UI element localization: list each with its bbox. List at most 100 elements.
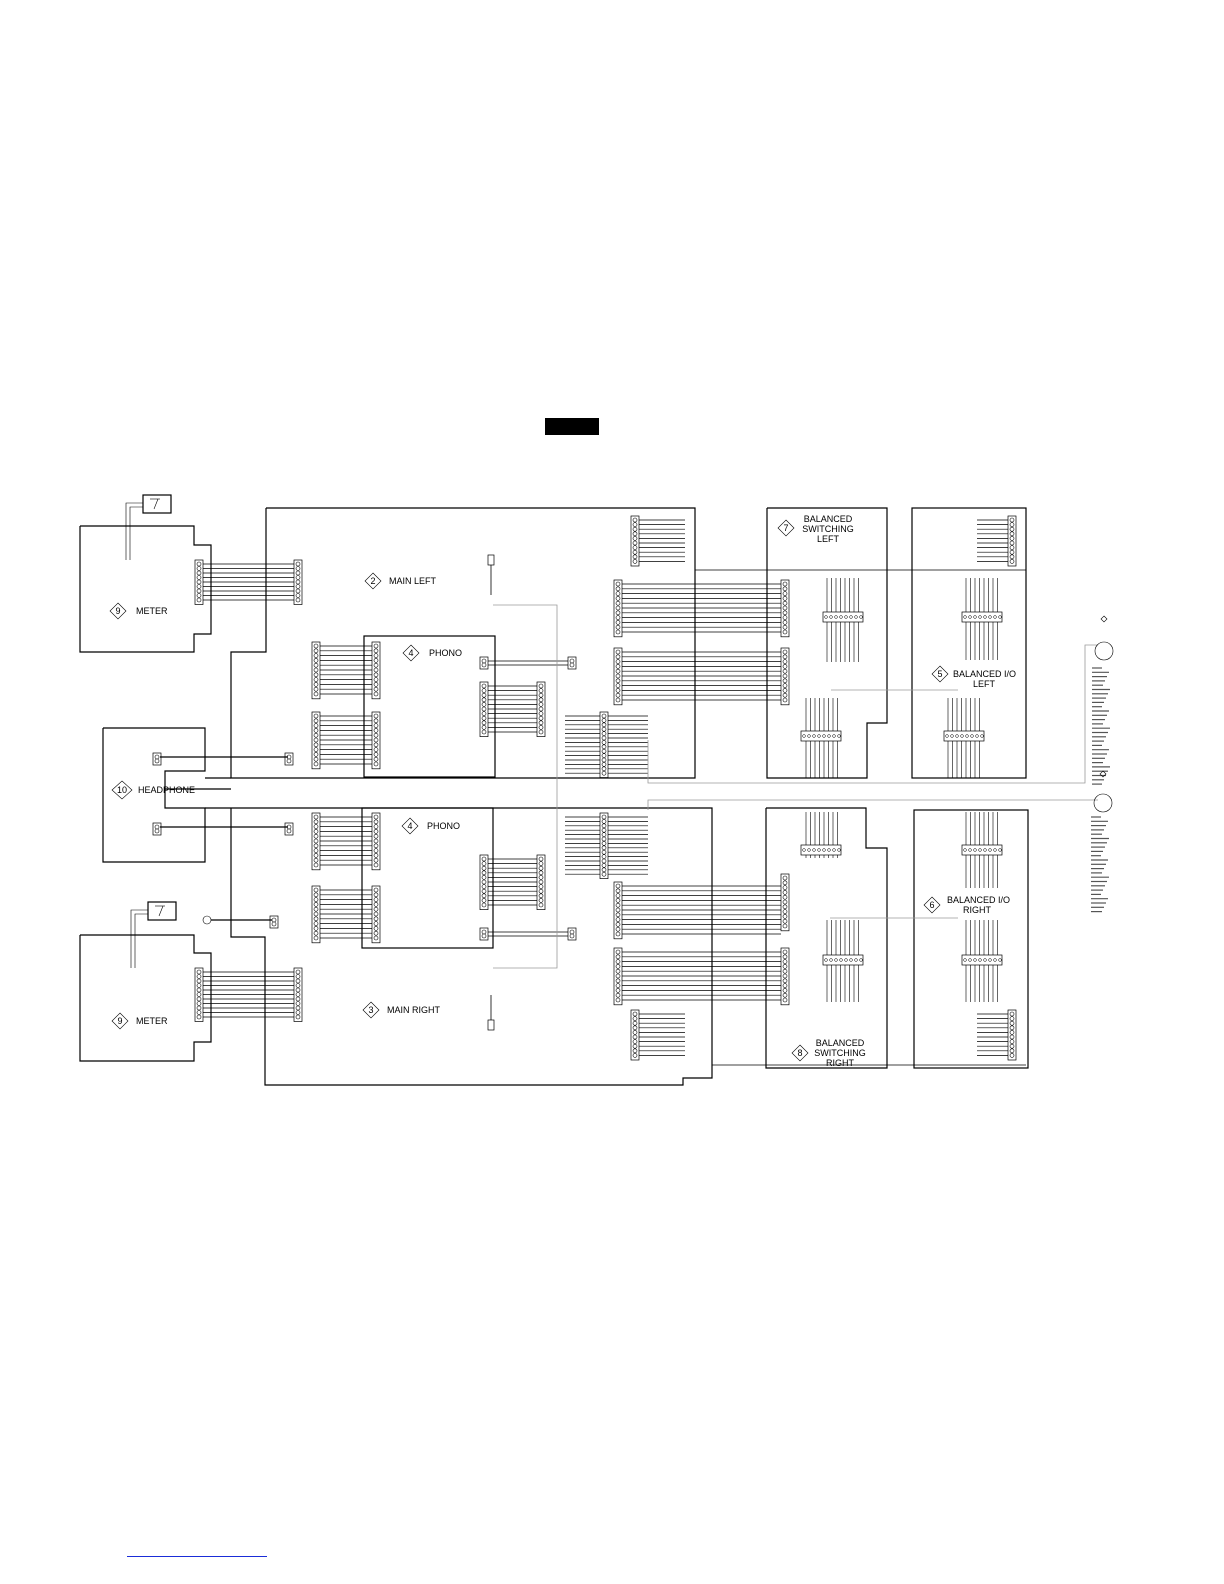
connector-header — [312, 813, 320, 870]
connector-pin — [616, 998, 620, 1002]
connector-pin — [314, 907, 318, 911]
ic-header-pin — [994, 849, 997, 852]
connector-pin — [374, 752, 378, 756]
main-left-board-outline — [231, 508, 695, 778]
wire-bundle — [320, 817, 372, 865]
control-input-connector-top-icon — [1092, 616, 1113, 784]
connector-pin — [616, 984, 620, 988]
connector-pin — [374, 936, 378, 940]
connector-pin — [374, 678, 378, 682]
connector-pin — [314, 743, 318, 747]
connector-pin — [783, 988, 787, 992]
ic-header-pin — [850, 959, 853, 962]
connector-pin — [783, 905, 787, 909]
connector-pin — [616, 969, 620, 973]
connector-pin — [602, 819, 606, 823]
wire-bundle — [639, 520, 685, 561]
ic-header-pin — [979, 849, 982, 852]
connector-pin — [602, 714, 606, 718]
connector-pin — [197, 562, 201, 566]
ic-header-pin — [989, 959, 992, 962]
connector-pin — [539, 707, 543, 711]
connector-pin — [539, 698, 543, 702]
connector-pin — [314, 917, 318, 921]
connector-pin — [616, 964, 620, 968]
connector-pin — [1010, 1044, 1014, 1048]
connector-pin — [783, 664, 787, 668]
connector-pin — [374, 687, 378, 691]
connector-pin — [570, 659, 574, 663]
connector-pin — [314, 936, 318, 940]
connector-pin — [539, 871, 543, 875]
connector-pin — [314, 858, 318, 862]
ic-header-pin — [976, 735, 979, 738]
connector-pin — [1010, 1040, 1014, 1044]
connector-pin — [539, 898, 543, 902]
connector-pin — [602, 740, 606, 744]
connector-header — [600, 813, 608, 879]
connector-pin — [296, 589, 300, 593]
connector-pin — [539, 889, 543, 893]
board-title: METER — [136, 606, 168, 616]
connector-pin — [783, 669, 787, 673]
connector-pin — [197, 598, 201, 602]
connector-pin — [374, 649, 378, 653]
connector-header — [153, 753, 161, 765]
connector-pin — [602, 771, 606, 775]
board-number: 5 — [937, 669, 942, 679]
connector-pin — [616, 630, 620, 634]
board-badge-balanced-switching-left: 7 BALANCED SWITCHING LEFT — [778, 514, 854, 544]
connector-header — [270, 916, 278, 928]
wire-bundle — [608, 716, 648, 773]
connector-pin — [616, 894, 620, 898]
connector-pin — [783, 606, 787, 610]
connector-pin — [374, 825, 378, 829]
connector-pin — [616, 993, 620, 997]
connector-pin — [482, 930, 486, 934]
connector-header — [480, 657, 488, 669]
connector-pin — [1010, 527, 1014, 531]
connector-pin — [602, 824, 606, 828]
connector-pin — [314, 922, 318, 926]
ic-header-pin — [964, 616, 967, 619]
ic-header-pin — [855, 616, 858, 619]
connector-pin — [570, 930, 574, 934]
ic-header-pin — [855, 959, 858, 962]
ic-header-pin — [946, 735, 949, 738]
connector-pin — [783, 596, 787, 600]
connector-pin — [616, 616, 620, 620]
board-title-line: SWITCHING — [814, 1048, 866, 1058]
connector-pin — [374, 668, 378, 672]
connector-header — [781, 648, 789, 705]
connector-pin — [539, 903, 543, 907]
board-number: 7 — [783, 523, 788, 533]
connector-header — [312, 642, 320, 699]
connector-pin — [374, 834, 378, 838]
connector-pin — [314, 757, 318, 761]
connector-pin — [616, 898, 620, 902]
board-title-line: LEFT — [817, 534, 840, 544]
ic-header-pin — [966, 735, 969, 738]
connector-header — [614, 648, 622, 705]
connector-pin — [1010, 559, 1014, 563]
connector-pin — [616, 688, 620, 692]
ic-header-pin — [850, 616, 853, 619]
connector-pin — [296, 997, 300, 1001]
connector-pin — [197, 585, 201, 589]
ic-header-pin — [860, 959, 863, 962]
grey-wire-right-lower — [648, 800, 1098, 810]
connector-pin — [616, 592, 620, 596]
connector-pin — [616, 698, 620, 702]
ic-header-pin — [833, 735, 836, 738]
footer-rule — [127, 1556, 267, 1557]
connector-pin — [539, 693, 543, 697]
wire-bundle — [622, 886, 781, 934]
ic-header-pin — [860, 616, 863, 619]
connector-pin — [616, 655, 620, 659]
ic-header-pin — [825, 616, 828, 619]
connector-pin — [374, 829, 378, 833]
connector-pin — [374, 724, 378, 728]
connector-pin — [602, 736, 606, 740]
connector-pin — [616, 950, 620, 954]
connector-pin — [602, 837, 606, 841]
